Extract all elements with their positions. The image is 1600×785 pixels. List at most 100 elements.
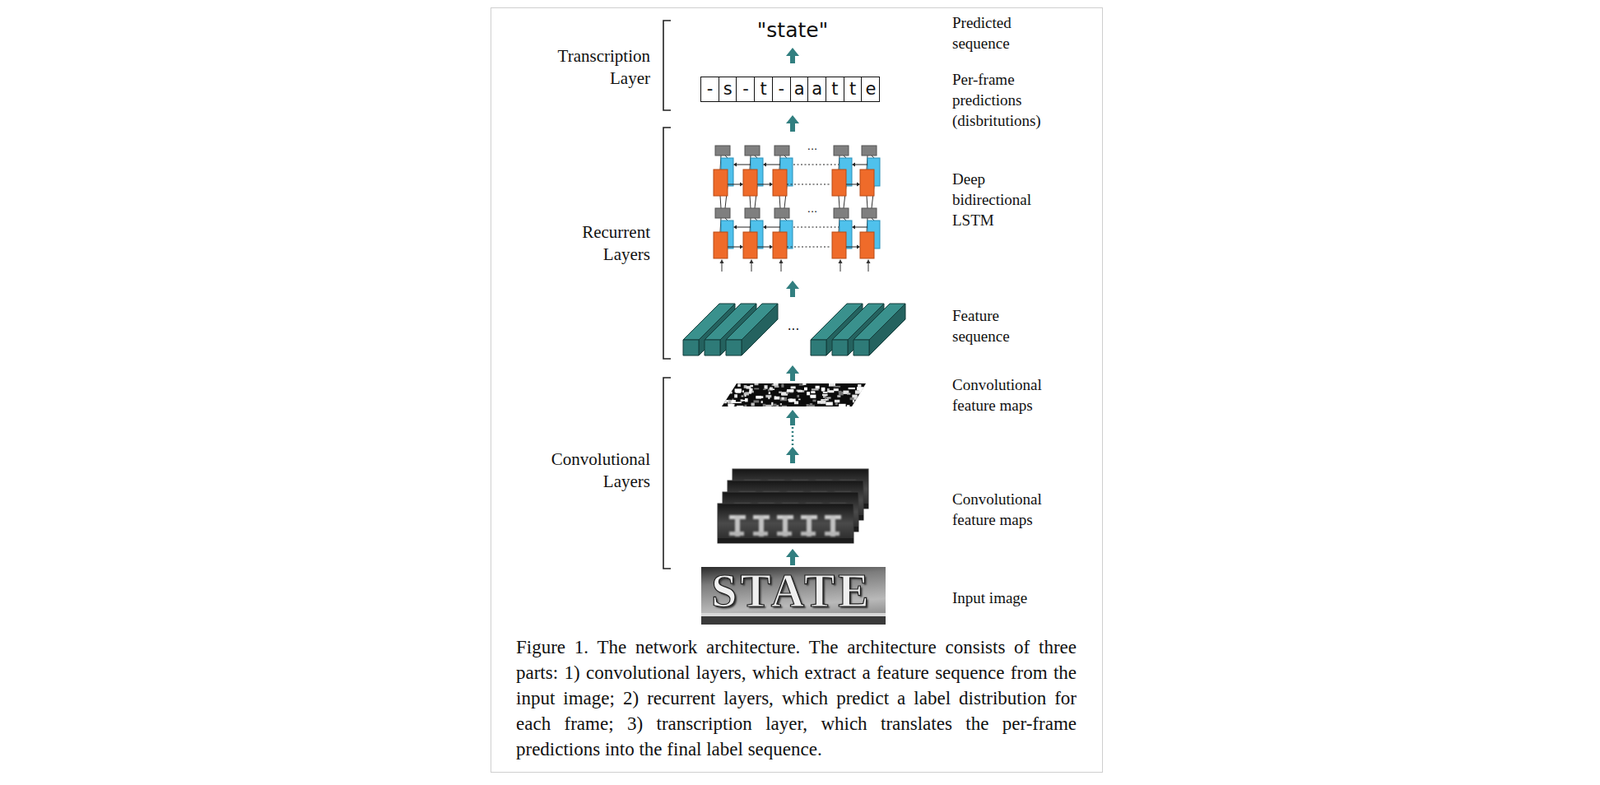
frame-cell: - [735, 76, 755, 103]
feature-activation [776, 396, 780, 400]
frame-label: - [742, 80, 749, 98]
flow-arrow [786, 365, 800, 382]
section-bracket [663, 377, 671, 569]
forward-recurrence [727, 184, 742, 186]
frame-cell: t [753, 76, 773, 103]
recurrence-head [851, 162, 856, 168]
frame-cell: t [825, 76, 845, 103]
feature-activation [865, 390, 870, 393]
feature-activation [721, 400, 727, 405]
flow-arrow [786, 115, 800, 132]
feature-activation [862, 397, 866, 400]
feature-activation [862, 392, 867, 396]
backward-recurrence [853, 164, 868, 166]
feature-activation [737, 383, 741, 387]
feature-activation [772, 404, 777, 407]
backward-recurrence [764, 164, 781, 166]
lstm-output [744, 208, 760, 219]
layer-link [838, 195, 840, 209]
feature-activation [736, 405, 745, 408]
feature-activation [761, 400, 763, 404]
feature-activation [781, 397, 785, 400]
feature-activation [741, 395, 745, 398]
input-head [838, 259, 843, 264]
recurrence-head [769, 182, 773, 187]
frame-label: e [865, 80, 876, 98]
feature-activation [762, 404, 767, 407]
figure-caption: Figure 1. The network architecture. The … [516, 634, 1077, 763]
forward-lstm-cell [713, 169, 728, 196]
feature-activation [741, 400, 745, 402]
feature-bar-front [683, 339, 699, 356]
feature-activation [781, 384, 784, 388]
forward-recurrence [727, 246, 742, 248]
feature-activation [825, 402, 833, 406]
frame-label: - [706, 80, 714, 98]
feature-activation [790, 399, 796, 403]
frame-cell: t [843, 76, 863, 103]
activation-blob [776, 531, 792, 536]
ellipsis: ... [807, 203, 818, 215]
frame-label: a [811, 80, 823, 98]
input-head [779, 259, 784, 264]
feature-activation [774, 395, 777, 400]
feature-activation [815, 386, 820, 390]
feature-activation [762, 389, 766, 391]
feature-activation [720, 394, 728, 397]
recurrence-head [856, 182, 861, 187]
feature-activation [858, 405, 861, 410]
recurrence-head [739, 245, 744, 250]
image-text: STATE [711, 566, 872, 616]
feature-activation [753, 400, 760, 403]
lstm-output [833, 145, 849, 156]
feature-activation [833, 386, 841, 388]
frame-label: s [723, 80, 733, 98]
feature-bar-front [704, 339, 721, 356]
frame-cell: a [790, 76, 810, 103]
feature-activation [742, 390, 745, 393]
feature-activation [744, 394, 747, 397]
feature-activation [734, 394, 738, 398]
feature-activation [767, 396, 770, 400]
feature-activation [748, 390, 752, 394]
feature-activation [834, 400, 840, 403]
feature-activation [820, 399, 828, 401]
frame-label: t [849, 80, 856, 98]
forward-recurrence [846, 246, 859, 248]
side-label: Input image [952, 587, 1055, 609]
feature-activation [811, 388, 819, 391]
input-head [866, 259, 871, 264]
feature-activation [852, 400, 855, 403]
section-bracket [663, 127, 671, 359]
feature-activation [720, 392, 729, 395]
feature-activation [731, 400, 736, 404]
feature-activation [853, 398, 861, 400]
feature-activation [808, 404, 815, 408]
feature-activation [734, 388, 742, 392]
feature-activation [848, 387, 856, 390]
feature-activation [804, 387, 808, 391]
input-head [720, 259, 725, 264]
feature-map-plane [717, 503, 854, 544]
feature-activation [865, 392, 870, 396]
feature-activation [850, 397, 855, 400]
feature-activation [855, 404, 862, 408]
feature-activation [768, 391, 771, 395]
feature-activation [820, 400, 826, 405]
feature-bar-side [869, 303, 906, 356]
forward-lstm-cell [832, 169, 847, 196]
feature-activation [725, 391, 733, 395]
backward-recurrence [853, 227, 868, 228]
input-image-ground [701, 567, 886, 625]
side-label: Convolutional feature maps [952, 374, 1055, 416]
activation-blob [824, 531, 840, 536]
dotted-recurrence [786, 183, 832, 185]
recurrence-head [739, 182, 744, 187]
activation-blob [729, 531, 745, 536]
feature-activation [802, 383, 806, 386]
layer-link [720, 195, 721, 209]
section-label: Transcription Layer [538, 45, 651, 90]
feature-bar-front [725, 339, 742, 356]
feature-activation [846, 404, 851, 409]
